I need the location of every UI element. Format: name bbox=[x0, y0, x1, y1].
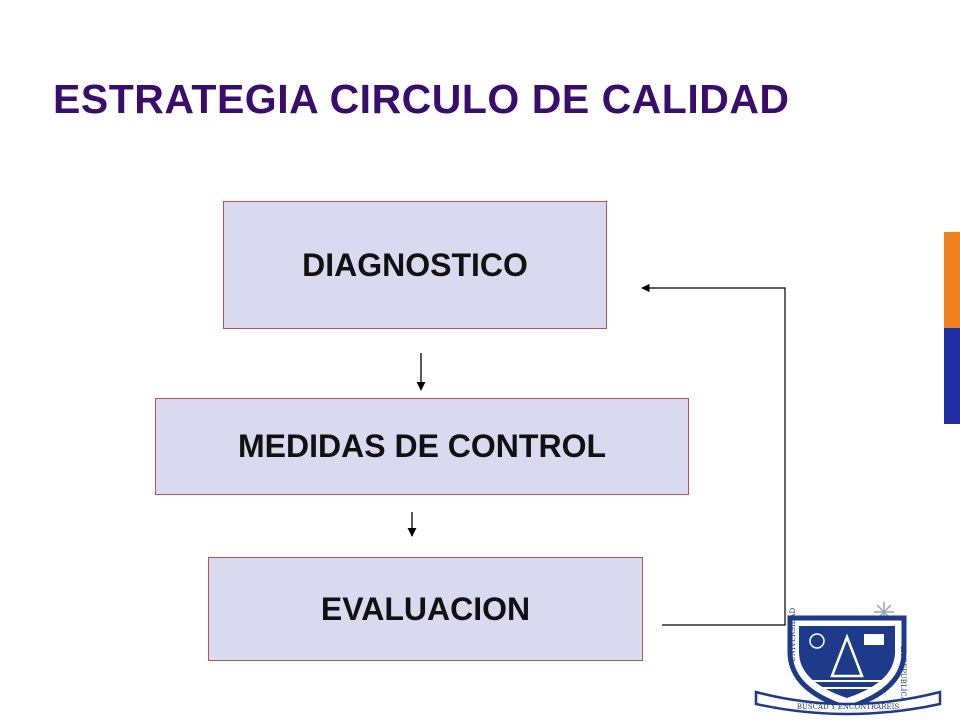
svg-text:BUSCAD Y ENCONTRAREIS: BUSCAD Y ENCONTRAREIS bbox=[797, 703, 900, 711]
diagnostico-box: DIAGNOSTICO bbox=[223, 201, 607, 329]
university-logo: UNIVERSIDAD LA REPUBLICA BUSCAD Y ENCONT… bbox=[754, 602, 942, 716]
vitruvian-icon bbox=[809, 633, 825, 649]
slide-title: ESTRATEGIA CIRCULO DE CALIDAD bbox=[53, 76, 790, 122]
feedback-arrow bbox=[641, 283, 786, 626]
book-icon bbox=[864, 634, 884, 645]
medidas-de-control-label: MEDIDAS DE CONTROL bbox=[238, 428, 606, 464]
diagnostico-label: DIAGNOSTICO bbox=[302, 246, 528, 283]
svg-text:LA REPUBLICA: LA REPUBLICA bbox=[899, 646, 907, 703]
compass-triangle-icon bbox=[830, 633, 864, 678]
svg-text:UNIVERSIDAD: UNIVERSIDAD bbox=[789, 608, 797, 662]
accent-bar-blue bbox=[944, 328, 960, 424]
medidas-de-control-box: MEDIDAS DE CONTROL bbox=[155, 398, 689, 495]
evaluacion-box: EVALUACION bbox=[208, 557, 643, 661]
evaluacion-label: EVALUACION bbox=[320, 590, 531, 627]
accent-bar-orange bbox=[944, 232, 960, 328]
